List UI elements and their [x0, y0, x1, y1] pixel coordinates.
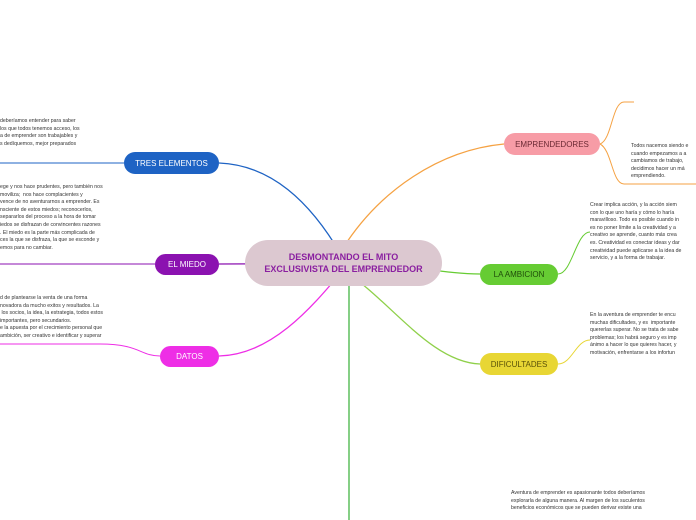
connector-tres-elementos: [218, 162, 344, 259]
note-tres-elementos[interactable]: deberíamos entender para saber los que t…: [0, 118, 80, 147]
topic-tres-elementos[interactable]: TRES ELEMENTOS: [124, 152, 219, 174]
note-miedo[interactable]: ege y nos hace prudentes, pero también n…: [0, 184, 103, 251]
note-dificultades[interactable]: En la aventura de emprender te encu much…: [590, 312, 679, 356]
note-emprendedores[interactable]: Todos nacemos siendo e cuando empezamos …: [631, 143, 689, 180]
topic-emprendedores[interactable]: EMPRENDEDORES: [504, 133, 600, 155]
note-ambicion[interactable]: Crear implica acción, y la acción siem c…: [590, 202, 682, 262]
connector-datos-note: [0, 343, 161, 357]
note-bottom[interactable]: Aventura de emprender es apasionante tod…: [511, 490, 646, 512]
topic-datos[interactable]: DATOS: [160, 346, 219, 367]
connector-emprendedores-note: [599, 101, 634, 145]
connector-emprendedores-note2: [599, 143, 696, 185]
connector-ambicion-note: [557, 231, 591, 275]
topic-miedo[interactable]: EL MIEDO: [155, 254, 219, 275]
note-datos[interactable]: d de plantearse la venta de una forma no…: [0, 295, 103, 339]
connector-dificultades-note: [557, 339, 591, 365]
central-topic-line2: EXCLUSIVISTA DEL EMPRENDEDOR: [264, 264, 423, 274]
central-topic[interactable]: DESMONTANDO EL MITO EXCLUSIVISTA DEL EMP…: [245, 240, 442, 286]
connector-emprendedores: [342, 143, 505, 249]
central-topic-line1: DESMONTANDO EL MITO: [288, 252, 399, 262]
topic-ambicion[interactable]: LA AMBICION: [480, 264, 558, 285]
topic-dificultades[interactable]: DIFICULTADES: [480, 353, 558, 375]
